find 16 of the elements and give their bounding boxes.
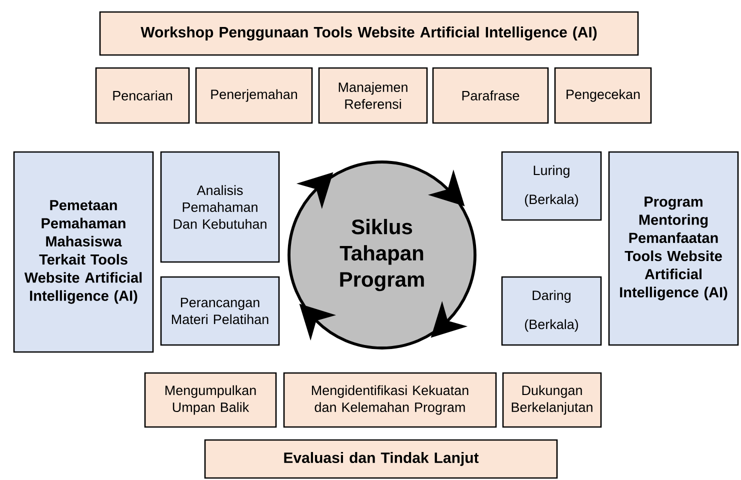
topic-box: Pengecekan [554,67,652,124]
step-box: Perancangan Materi Pelatihan [160,276,280,346]
step-box: Daring (Berkala) [501,276,602,346]
topic-box: Parafrase [432,67,549,124]
topic-box: Pencarian [95,67,190,124]
step-box: Analisis Pemahaman Dan Kebutuhan [160,151,280,263]
step-box: Dukungan Berkelanjutan [502,372,602,428]
stage-box: Program Mentoring Pemanfaatan Tools Website Artificial Intelligence (AI) [608,151,739,346]
step-box: Mengumpulkan Umpan Balik [144,372,277,428]
step-box: Luring (Berkala) [501,151,602,221]
topic-box: Penerjemahan [195,67,313,124]
stage-box: Pemetaan Pemahaman Mahasiswa Terkait Tools Website Artificial Intelligence (AI) [13,151,154,353]
topic-box: Manajemen Referensi [318,67,428,124]
stage-box: Evaluasi dan Tindak Lanjut [204,439,558,479]
step-box: Mengidentifikasi Kekuatan dan Kelemahan Program [283,372,497,428]
title-box: Workshop Penggunaan Tools Website Artificial Intelligence (AI) [99,11,639,56]
